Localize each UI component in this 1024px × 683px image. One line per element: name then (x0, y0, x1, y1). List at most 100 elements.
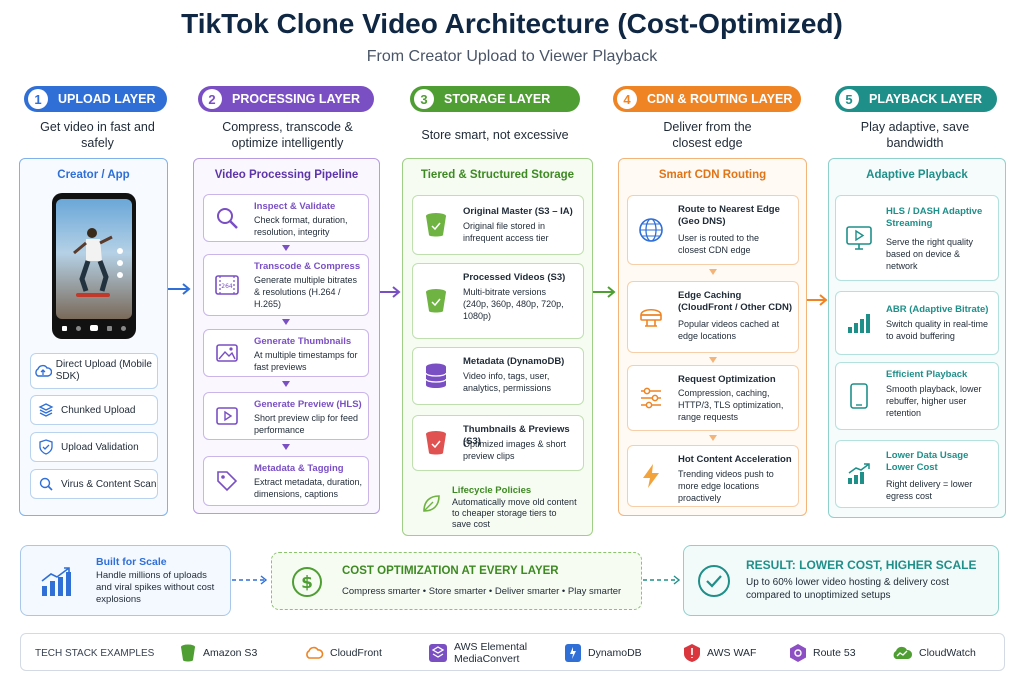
card-desc: Video info, tags, user, analytics, permi… (463, 371, 552, 393)
panel-title: Adaptive Playback (866, 169, 968, 181)
upload-item-label: Virus & Content Scan (61, 478, 157, 490)
panel-title: Creator / App (57, 169, 130, 181)
svg-text:264: 264 (221, 283, 233, 290)
storage-lifecycle: Lifecycle Policies Automatically move ol… (412, 481, 584, 529)
tech-item-waf: AWS WAF (683, 634, 756, 672)
magnifier-icon (212, 203, 242, 233)
check-circle-icon (696, 563, 732, 604)
card-title: Processed Videos (S3) (463, 272, 566, 283)
storage-card-metadata: Metadata (DynamoDB) Video info, tags, us… (412, 347, 584, 405)
tech-item-label: AWS Elemental MediaConvert (454, 641, 528, 665)
upload-item-label: Upload Validation (61, 441, 139, 453)
scale-box: Built for Scale Handle millions of uploa… (20, 545, 231, 616)
upload-item-label: Direct Upload (Mobile SDK) (55, 359, 152, 382)
arrow-down-icon (709, 357, 717, 363)
upload-panel: Creator / App Direct (19, 158, 168, 516)
tech-item-label: AWS WAF (707, 647, 757, 659)
flow-arrow (168, 283, 191, 295)
route-icon (790, 644, 806, 662)
layer-tagline-storage: Store smart, not excessive (421, 128, 569, 142)
card-desc: Right delivery = lower egress cost (886, 479, 973, 501)
scale-desc: Handle millions of uploads and viral spi… (96, 570, 215, 605)
database-icon (565, 644, 581, 662)
upload-item-direct: Direct Upload (Mobile SDK) (30, 353, 158, 389)
shield-icon (684, 644, 700, 662)
svg-text:$: $ (301, 573, 313, 593)
processing-panel: Video Processing Pipeline Inspect & Vali… (193, 158, 380, 514)
panel-title: Video Processing Pipeline (214, 169, 359, 181)
card-desc: Generate multiple bitrates & resolutions… (254, 275, 358, 309)
card-desc: Original file stored in infrequent acces… (463, 221, 549, 243)
processing-card-inspect: Inspect & Validate Check format, duratio… (203, 194, 369, 242)
monitor-play-icon (844, 223, 874, 253)
sliders-icon (636, 383, 666, 413)
flow-arrow (593, 286, 616, 298)
tech-item-label: Route 53 (813, 647, 856, 659)
lifecycle-desc: Automatically move old content to cheape… (452, 497, 577, 529)
cdn-card-route: Route to Nearest Edge (Geo DNS) User is … (627, 195, 799, 265)
arrow-down-icon (709, 269, 717, 275)
card-desc: Compression, caching, HTTP/3, TLS optimi… (678, 388, 784, 422)
layer-number: 4 (617, 89, 637, 109)
card-title: Efficient Playback (886, 369, 968, 380)
cost-title: COST OPTIMIZATION AT EVERY LAYER (342, 565, 559, 577)
card-desc: Extract metadata, duration, dimensions, … (254, 477, 363, 499)
layer-number: 2 (202, 89, 222, 109)
tech-item-cloudfront: CloudFront (304, 634, 382, 672)
lifecycle-title: Lifecycle Policies (452, 485, 532, 496)
mobile-icon (844, 381, 874, 411)
cdn-card-edge: Edge Caching (CloudFront / Other CDN) Po… (627, 281, 799, 353)
tech-item-mediaconvert: AWS Elemental MediaConvert (428, 634, 544, 672)
layer-label: CDN & ROUTING LAYER (647, 92, 793, 106)
video-preview (56, 199, 132, 319)
lightning-icon (636, 461, 666, 491)
tech-stack-bar: TECH STACK EXAMPLES Amazon S3 CloudFront… (20, 633, 1005, 671)
scale-title: Built for Scale (96, 556, 167, 568)
card-desc: Short preview clip for feed performance (254, 413, 359, 435)
panel-title: Tiered & Structured Storage (420, 169, 575, 181)
arrow-down-icon (282, 319, 290, 325)
card-title: Edge Caching (CloudFront / Other CDN) (678, 290, 792, 313)
playback-card-efficient: Efficient Playback Smooth playback, lowe… (835, 362, 999, 430)
panel-title: Smart CDN Routing (658, 169, 767, 181)
playback-card-data: Lower Data Usage Lower Cost Right delive… (835, 440, 999, 508)
layer-pill-cdn: 4 CDN & ROUTING LAYER (613, 86, 801, 112)
bucket-icon (421, 286, 451, 316)
layer-tagline-playback: Play adaptive, save bandwidth (860, 120, 970, 150)
layer-tagline-upload: Get video in fast and safely (40, 120, 155, 150)
processing-card-metadata: Metadata & Tagging Extract metadata, dur… (203, 456, 369, 506)
leaf-icon (420, 493, 442, 520)
arrow-down-icon (282, 381, 290, 387)
layer-label: STORAGE LAYER (444, 92, 551, 106)
card-title: Metadata (DynamoDB) (463, 356, 565, 367)
globe-icon (636, 215, 666, 245)
cdn-card-request: Request Optimization Compression, cachin… (627, 365, 799, 431)
card-desc: Popular videos cached at edge locations (678, 319, 780, 341)
tech-item-dynamodb: DynamoDB (564, 634, 642, 672)
card-desc: Check format, duration, resolution, inte… (254, 215, 348, 237)
layer-pill-storage: 3 STORAGE LAYER (410, 86, 580, 112)
phone-nav-bar (62, 323, 126, 333)
playback-panel: Adaptive Playback HLS / DASH Adaptive St… (828, 158, 1006, 518)
processing-card-preview: Generate Preview (HLS) Short preview cli… (203, 392, 369, 440)
processing-card-thumbnails: Generate Thumbnails At multiple timestam… (203, 329, 369, 377)
skater-icon (73, 228, 123, 297)
playback-card-hls: HLS / DASH Adaptive Streaming Serve the … (835, 195, 999, 281)
tech-item-route53: Route 53 (789, 634, 856, 672)
card-title: Inspect & Validate (254, 201, 336, 212)
processing-card-transcode: 264 Transcode & Compress Generate multip… (203, 254, 369, 316)
layer-pill-processing: 2 PROCESSING LAYER (198, 86, 374, 112)
cost-box: $ COST OPTIMIZATION AT EVERY LAYER Compr… (271, 552, 642, 610)
card-desc: At multiple timestamps for fast previews (254, 350, 358, 372)
image-icon (212, 338, 242, 368)
layer-tagline-cdn: Deliver from the closest edge (663, 120, 752, 150)
card-title: Transcode & Compress (254, 261, 361, 272)
storage-card-thumbnails: Thumbnails & Previews (S3) Optimized ima… (412, 415, 584, 471)
tech-item-label: CloudWatch (919, 647, 976, 659)
card-title: HLS / DASH Adaptive Streaming (886, 206, 983, 229)
upload-item-label: Chunked Upload (61, 404, 136, 416)
layer-tagline-processing: Compress, transcode & optimize intellige… (222, 120, 353, 150)
card-title: Generate Preview (HLS) (254, 399, 362, 410)
layer-label: PLAYBACK LAYER (869, 92, 982, 106)
cloud-monitor-icon (893, 646, 913, 659)
